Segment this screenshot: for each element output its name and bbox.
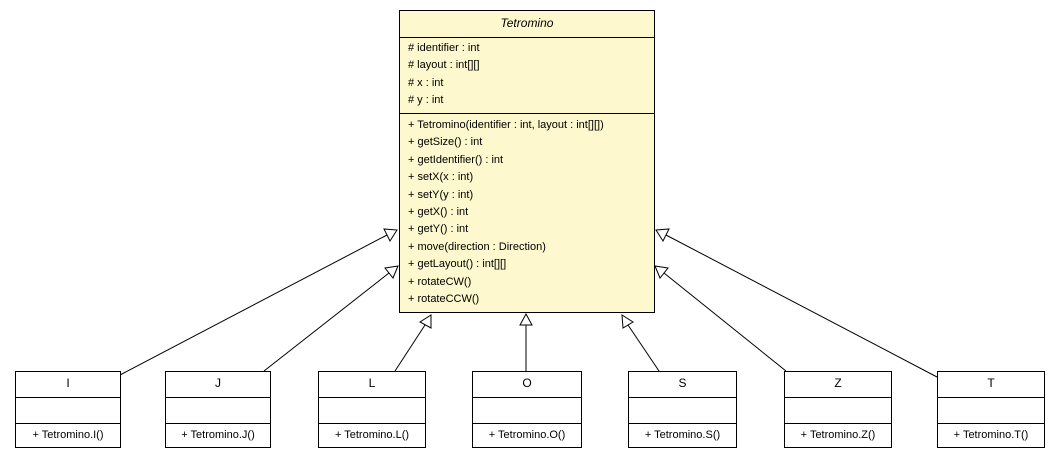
class-name-j: J bbox=[215, 376, 221, 390]
class-t[interactable]: T + Tetromino.T() bbox=[937, 371, 1045, 448]
operation-get-y: + getY() : int bbox=[408, 223, 469, 236]
class-name-z: Z bbox=[834, 376, 842, 390]
operation-get-x: + getX() : int bbox=[408, 205, 469, 218]
operation-get-size: + getSize() : int bbox=[408, 136, 483, 149]
class-j[interactable]: J + Tetromino.J() bbox=[165, 371, 271, 448]
attributes-compartment: # identifier : int # layout : int[][] # … bbox=[400, 37, 654, 113]
generalization-line-z bbox=[663, 272, 787, 372]
operation-constructor-z: + Tetromino.Z() bbox=[785, 423, 891, 447]
generalization-line-j bbox=[263, 272, 390, 372]
attributes-compartment-z bbox=[785, 397, 891, 423]
operation-constructor-l: + Tetromino.L() bbox=[319, 423, 425, 447]
operation-constructor: + Tetromino(identifier : int, layout : i… bbox=[408, 119, 604, 131]
class-z[interactable]: Z + Tetromino.Z() bbox=[784, 371, 892, 448]
operation-constructor-t: + Tetromino.T() bbox=[938, 423, 1044, 447]
attributes-compartment-t bbox=[938, 397, 1044, 423]
operations-compartment: + Tetromino(identifier : int, layout : i… bbox=[400, 113, 654, 308]
attribute-layout: # layout : int[][] bbox=[408, 59, 480, 72]
attributes-compartment-i bbox=[16, 397, 120, 423]
class-tetromino[interactable]: Tetromino # identifier : int # layout : … bbox=[399, 10, 655, 313]
inheritance-arrowhead-l bbox=[419, 314, 432, 329]
class-s[interactable]: S + Tetromino.S() bbox=[628, 371, 737, 448]
operation-constructor-i: + Tetromino.I() bbox=[16, 423, 120, 447]
operation-constructor-s: + Tetromino.S() bbox=[629, 423, 736, 447]
generalization-line-s bbox=[627, 324, 660, 372]
attributes-compartment-s bbox=[629, 397, 736, 423]
inheritance-arrowhead-s bbox=[621, 314, 634, 329]
class-name-o: O bbox=[522, 376, 532, 390]
inheritance-arrowhead-j bbox=[384, 265, 399, 279]
attribute-x: # x : int bbox=[408, 76, 444, 89]
class-o[interactable]: O + Tetromino.O() bbox=[472, 371, 582, 448]
attribute-y: # y : int bbox=[408, 94, 444, 107]
inheritance-arrowhead-t bbox=[655, 228, 670, 243]
operation-rotate-cw: + rotateCW() bbox=[408, 275, 472, 288]
operation-set-y: + setY(y : int) bbox=[408, 188, 474, 201]
class-name-tetromino: Tetromino bbox=[500, 16, 554, 30]
attribute-identifier: # identifier : int bbox=[408, 42, 480, 54]
inheritance-arrowhead-i bbox=[383, 228, 398, 243]
class-i[interactable]: I + Tetromino.I() bbox=[15, 371, 121, 448]
operation-get-identifier: + getIdentifier() : int bbox=[408, 153, 504, 166]
inheritance-arrowhead-z bbox=[654, 265, 669, 279]
operation-set-x: + setX(x : int) bbox=[408, 171, 474, 184]
operation-rotate-ccw: + rotateCCW() bbox=[408, 292, 480, 305]
operation-move: + move(direction : Direction) bbox=[408, 240, 546, 253]
operation-constructor-j: + Tetromino.J() bbox=[166, 423, 270, 447]
class-l[interactable]: L + Tetromino.L() bbox=[318, 371, 426, 448]
attributes-compartment-o bbox=[473, 397, 581, 423]
attributes-compartment-l bbox=[319, 397, 425, 423]
inheritance-arrowhead-o bbox=[519, 312, 533, 326]
operation-constructor-o: + Tetromino.O() bbox=[473, 423, 581, 447]
generalization-line-i bbox=[119, 234, 388, 376]
class-name-i: I bbox=[66, 376, 70, 390]
class-name-l: L bbox=[368, 376, 376, 390]
attributes-compartment-j bbox=[166, 397, 270, 423]
class-name-t: T bbox=[987, 376, 995, 390]
generalization-line-t bbox=[665, 234, 938, 378]
operation-get-layout: + getLayout() : int[][] bbox=[408, 258, 507, 271]
class-name-s: S bbox=[678, 376, 687, 390]
generalization-line-l bbox=[394, 324, 426, 372]
